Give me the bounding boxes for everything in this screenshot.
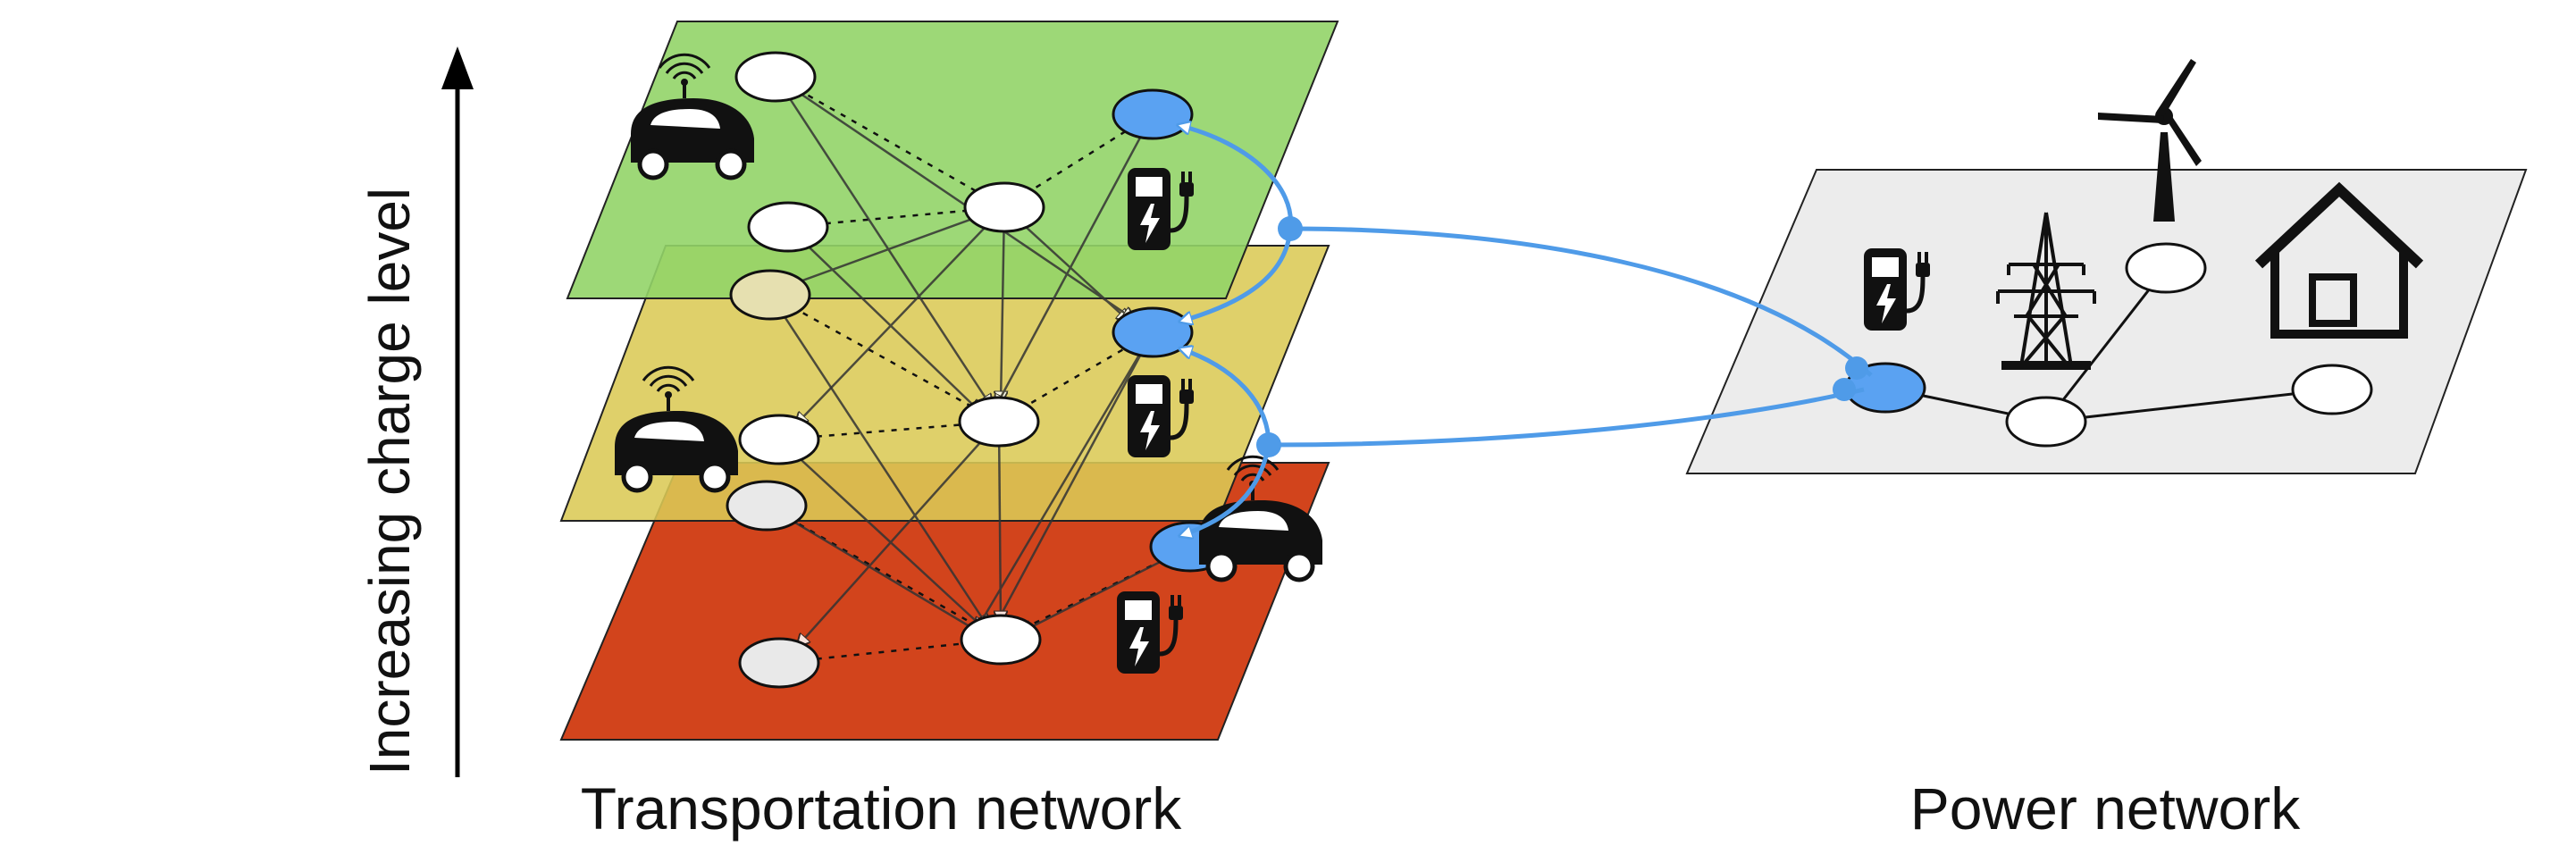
power-label: Power network xyxy=(1910,775,2302,842)
charging-node xyxy=(1112,88,1194,140)
top-to-middle-arrows xyxy=(774,75,1154,425)
node xyxy=(726,480,808,532)
node xyxy=(963,181,1045,233)
axis-label: Increasing charge level xyxy=(357,188,422,775)
node xyxy=(729,269,811,321)
node xyxy=(2005,396,2087,448)
transport-label: Transportation network xyxy=(581,775,1183,842)
transmission-tower-icon xyxy=(1996,212,2096,370)
node xyxy=(2291,364,2373,415)
top-layer-nodes xyxy=(734,51,1194,253)
node xyxy=(747,201,829,253)
node xyxy=(958,396,1040,448)
node xyxy=(738,637,820,689)
power-network-nodes xyxy=(1844,242,2373,448)
charging-node xyxy=(1112,306,1194,358)
middle-layer-nodes xyxy=(729,269,1194,465)
node xyxy=(738,414,820,465)
node xyxy=(2125,242,2207,294)
node xyxy=(734,51,817,103)
wind-turbine-icon xyxy=(2098,59,2202,222)
coupling-points xyxy=(1256,216,1868,457)
node xyxy=(960,614,1042,666)
charge-level-axis xyxy=(441,46,474,777)
coupling-links xyxy=(1178,125,1873,536)
house-icon xyxy=(2254,181,2424,339)
